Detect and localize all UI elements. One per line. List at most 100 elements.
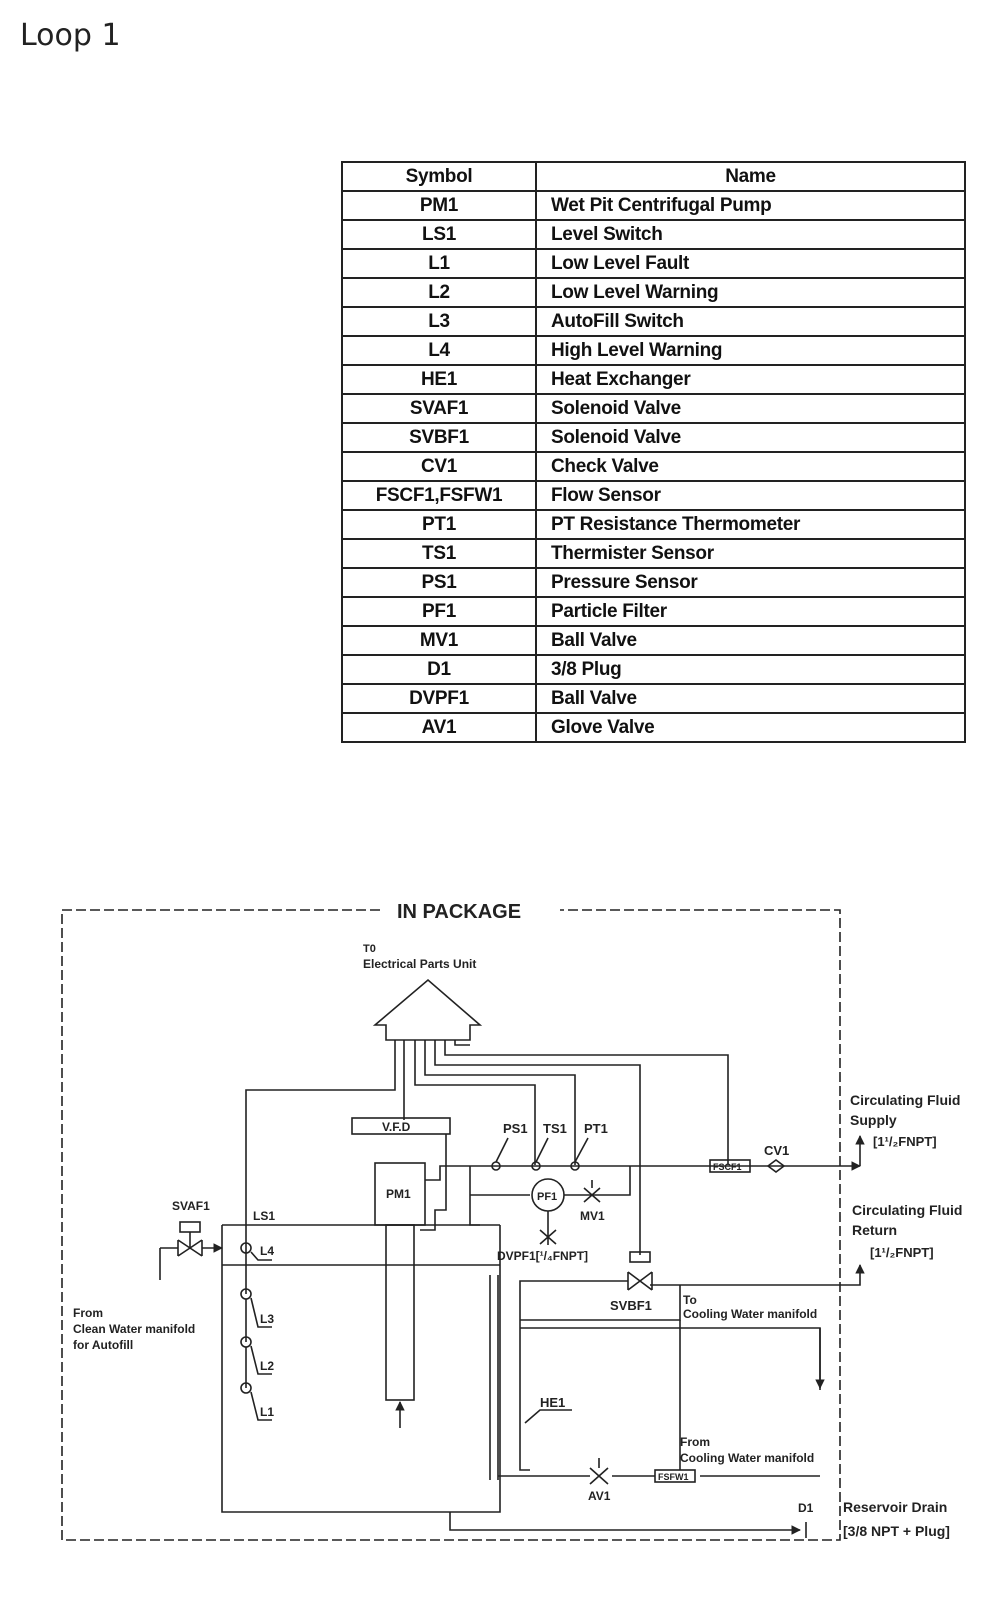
electrical-unit-arrow (372, 978, 483, 1041)
legend-symbol-cell: MV1 (341, 625, 537, 656)
l1-label: L1 (260, 1405, 274, 1419)
pump-shaft (385, 1224, 415, 1401)
d1-label: D1 (798, 1501, 814, 1515)
legend-name-cell: Particle Filter (535, 596, 966, 627)
from-clean-water-line2: Clean Water manifold (73, 1322, 195, 1336)
legend-symbol-cell: PF1 (341, 596, 537, 627)
ps1-label: PS1 (503, 1121, 528, 1136)
svaf1-label: SVAF1 (172, 1199, 210, 1213)
from-clean-water-line1: From (73, 1306, 103, 1320)
pm1-label: PM1 (386, 1187, 411, 1201)
ts1-lead (535, 1137, 549, 1163)
pf1-to-header (564, 1166, 631, 1196)
legend-header-name: Name (535, 161, 966, 192)
ps1-lead (495, 1137, 509, 1163)
vfd-pump-wire (420, 1134, 447, 1231)
supply-label-line1: Circulating Fluid (850, 1092, 960, 1108)
l3-label: L3 (260, 1312, 274, 1326)
legend-name-cell: Level Switch (535, 219, 966, 250)
legend-symbol-cell: AV1 (341, 712, 537, 743)
reservoir (221, 1224, 501, 1513)
legend-name-cell: Low Level Fault (535, 248, 966, 279)
legend-symbol-cell: L3 (341, 306, 537, 337)
return-line (650, 1264, 865, 1286)
cv1-valve (766, 1159, 786, 1173)
signal-wire (454, 1040, 470, 1046)
pt1-label: PT1 (584, 1121, 608, 1136)
electrical-unit-label: Electrical Parts Unit (363, 957, 476, 971)
legend-header-row: Symbol Name (341, 161, 966, 192)
he1-heat-exchanger (489, 1275, 821, 1480)
legend-symbol-cell: L2 (341, 277, 537, 308)
legend-symbol-cell: LS1 (341, 219, 537, 250)
legend-name-cell: Heat Exchanger (535, 364, 966, 395)
legend-name-cell: Ball Valve (535, 625, 966, 656)
legend-symbol-cell: PS1 (341, 567, 537, 598)
legend-name-cell: High Level Warning (535, 335, 966, 366)
legend-header-symbol: Symbol (341, 161, 537, 192)
legend-name-cell: Pressure Sensor (535, 567, 966, 598)
fscf1-box (709, 1159, 751, 1173)
legend-symbol-cell: TS1 (341, 538, 537, 569)
l4-label: L4 (260, 1244, 274, 1258)
legend-symbol-cell: CV1 (341, 451, 537, 482)
from-cooling-water-line1: From (680, 1435, 710, 1449)
dvpf1-valve (539, 1211, 557, 1245)
package-label: IN PACKAGE (397, 901, 521, 923)
legend-symbol-cell: DVPF1 (341, 683, 537, 714)
svaf1-valve (177, 1239, 203, 1257)
legend-symbol-cell: L1 (341, 248, 537, 279)
fsfw1-label: FSFW1 (658, 1472, 689, 1482)
reservoir-drain-line2: [3/8 NPT + Plug] (843, 1523, 950, 1539)
cv1-label: CV1 (764, 1143, 789, 1158)
pf1-label: PF1 (537, 1191, 557, 1203)
drain-line (449, 1512, 801, 1535)
l3-tag (250, 1297, 272, 1328)
to-cooling-water-line2: Cooling Water manifold (683, 1307, 817, 1321)
svbf1-label: SVBF1 (610, 1298, 652, 1313)
signal-wire (414, 1040, 536, 1165)
signal-wire (245, 1040, 396, 1255)
supply-label-line3: [1¹/₂FNPT] (873, 1134, 937, 1149)
return-label-line3: [1¹/₂FNPT] (870, 1245, 934, 1260)
legend-symbol-cell: SVAF1 (341, 393, 537, 424)
svaf1-actuator (179, 1221, 201, 1233)
legend-name-cell: Glove Valve (535, 712, 966, 743)
to-label: T0 (363, 943, 376, 955)
fscf1-label: FSCF1 (713, 1162, 742, 1172)
mv1-label: MV1 (580, 1209, 605, 1223)
signal-wire (434, 1040, 641, 1255)
from-cooling-water-line2: Cooling Water manifold (680, 1451, 814, 1465)
legend-name-cell: Thermister Sensor (535, 538, 966, 569)
return-to-reservoir (519, 1280, 628, 1471)
return-label-line2: Return (852, 1222, 897, 1238)
vfd-label: V.F.D (382, 1120, 411, 1134)
legend-name-cell: PT Resistance Thermometer (535, 509, 966, 540)
legend-symbol-cell: SVBF1 (341, 422, 537, 453)
mv1-valve (583, 1180, 601, 1203)
legend-name-cell: AutoFill Switch (535, 306, 966, 337)
av1-label: AV1 (588, 1489, 611, 1503)
signal-wire (424, 1040, 576, 1165)
l2-label: L2 (260, 1359, 274, 1373)
legend-name-cell: Wet Pit Centrifugal Pump (535, 190, 966, 221)
ts1-label: TS1 (543, 1121, 567, 1136)
package-border (61, 909, 841, 1541)
from-clean-water-line3: for Autofill (73, 1338, 133, 1352)
reservoir-drain-line1: Reservoir Drain (843, 1499, 947, 1515)
legend-symbol-cell: D1 (341, 654, 537, 685)
